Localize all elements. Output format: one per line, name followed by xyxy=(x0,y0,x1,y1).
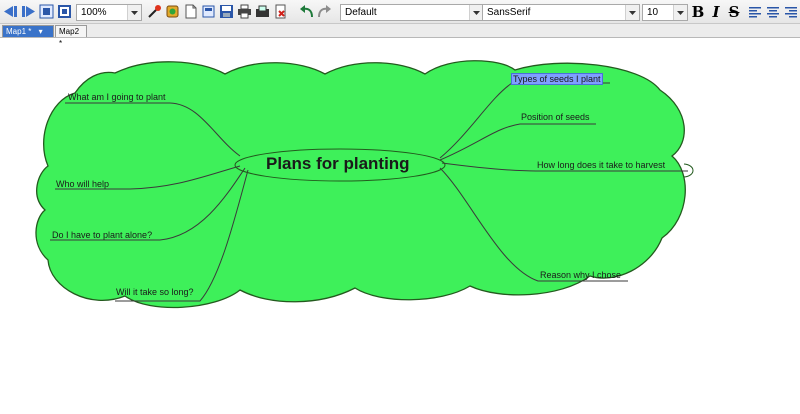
new-map-icon[interactable] xyxy=(182,3,199,20)
export-icon[interactable] xyxy=(254,3,271,20)
edge-lines xyxy=(50,82,688,302)
align-right-icon[interactable] xyxy=(782,3,799,20)
edge-line xyxy=(55,165,241,190)
mind-map-drawing xyxy=(35,60,694,309)
tab-label: Map1 * xyxy=(6,27,32,36)
font-size-value: 10 xyxy=(647,7,659,18)
node-reason-why-i-chose[interactable]: Reason why I chose xyxy=(540,270,622,280)
cloud-shape xyxy=(35,60,686,309)
edge-line xyxy=(441,162,688,172)
undo-icon[interactable] xyxy=(298,3,315,20)
edge-line xyxy=(439,123,596,161)
edge-line xyxy=(439,82,610,159)
strikethrough-button[interactable]: S xyxy=(728,3,740,21)
back-icon[interactable] xyxy=(2,3,19,20)
font-family-value: SansSerif xyxy=(487,7,531,18)
edge-line xyxy=(439,167,628,282)
zoom-value: 100% xyxy=(81,7,107,18)
node-position-of-seeds[interactable]: Position of seeds xyxy=(521,112,590,122)
node-how-long-does-it-take-to-harvest[interactable]: How long does it take to harvest xyxy=(537,160,666,170)
root-bubble xyxy=(234,148,446,182)
font-family-select[interactable]: SansSerif xyxy=(482,4,640,21)
open-icon[interactable] xyxy=(200,3,217,20)
node-what-am-i-going-to-plant[interactable]: What am I going to plant xyxy=(68,92,166,102)
italic-button[interactable]: I xyxy=(712,3,720,21)
edge-line xyxy=(65,102,241,157)
root-node[interactable]: Plans for planting xyxy=(266,154,410,173)
tab-map2[interactable]: Map2 * xyxy=(55,25,87,48)
chevron-down-icon xyxy=(127,5,141,20)
edge-line xyxy=(50,167,246,241)
node-who-will-help[interactable]: Who will help xyxy=(56,179,110,189)
font-size-select[interactable]: 10 xyxy=(642,4,688,21)
style-value: Default xyxy=(345,7,377,18)
pin-icon[interactable]: ▾ xyxy=(38,27,43,36)
align-left-icon[interactable] xyxy=(746,3,763,20)
bold-button[interactable]: B xyxy=(691,3,705,21)
chevron-down-icon xyxy=(625,5,639,20)
forward-icon[interactable] xyxy=(20,3,37,20)
close-icon[interactable]: × xyxy=(8,39,13,48)
edit-links-icon[interactable] xyxy=(146,3,163,20)
print-icon[interactable] xyxy=(236,3,253,20)
zoom-to-page-icon[interactable] xyxy=(56,3,73,20)
redo-icon[interactable] xyxy=(316,3,333,20)
map-tab-bar: Map1 * ▾ × Map2 * xyxy=(0,24,800,48)
fit-to-page-icon[interactable] xyxy=(38,3,55,20)
main-toolbar: 100% Default SansSerif xyxy=(0,0,800,24)
close-map-icon[interactable] xyxy=(272,3,289,20)
tab-map1[interactable]: Map1 * ▾ × xyxy=(2,25,54,48)
tab-label: Map2 * xyxy=(59,27,80,48)
node-do-i-have-to-plant-alone[interactable]: Do I have to plant alone? xyxy=(52,230,153,240)
mind-map-canvas[interactable]: Plans for planting What am I going to pl… xyxy=(0,38,800,414)
zoom-select[interactable]: 100% xyxy=(76,4,142,21)
align-center-icon[interactable] xyxy=(764,3,781,20)
edge-line xyxy=(115,169,249,302)
node-will-it-take-so-long[interactable]: Will it take so long? xyxy=(116,287,194,297)
chevron-down-icon xyxy=(673,5,687,20)
save-icon[interactable] xyxy=(218,3,235,20)
chevron-down-icon xyxy=(469,5,483,20)
brush-icon[interactable] xyxy=(164,3,181,20)
node-types-of-seeds-i-plant[interactable]: Types of seeds I plant xyxy=(511,73,603,85)
style-select[interactable]: Default xyxy=(340,4,484,21)
